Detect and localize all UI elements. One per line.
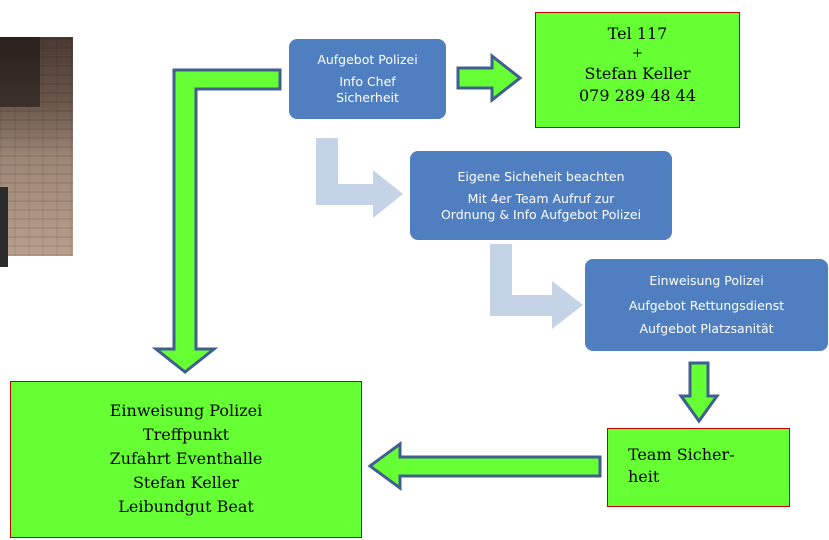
box-phone: Tel 117 + Stefan Keller 079 289 48 44 — [535, 12, 740, 128]
box-phone-line4: 079 289 48 44 — [578, 86, 697, 105]
box-phone-line2: + — [632, 46, 643, 61]
arrow-to-team-box — [678, 361, 720, 424]
box-own-safety-line3: Ordnung & Info Aufgebot Polizei — [440, 206, 642, 222]
photo — [0, 37, 73, 267]
light-bent-arrow-2 — [490, 244, 583, 329]
light-bent-arrow-1 — [316, 138, 403, 218]
box-rescue-alert: Einweisung Polizei Aufgebot Rettungsdien… — [585, 259, 828, 351]
box-team-line1: Team Sicher- — [628, 445, 735, 464]
box-rescue-line1: Einweisung Polizei — [649, 273, 764, 288]
arrow-to-meeting-box — [151, 68, 282, 374]
box-meeting-point: Einweisung Polizei Treffpunkt Zufahrt Ev… — [10, 381, 362, 538]
box-phone-line3: Stefan Keller — [584, 64, 691, 83]
arrow-team-to-meeting — [367, 441, 602, 491]
box-team-line2: heit — [628, 467, 660, 486]
box-own-safety-line1: Eigene Sicheheit beachten — [457, 168, 625, 184]
box-rescue-line3: Aufgebot Platzsanität — [639, 321, 774, 336]
arrow-to-tel-box — [456, 52, 523, 104]
box-meeting-line2: Treffpunkt — [142, 425, 230, 444]
photo-figure — [0, 187, 8, 267]
box-police-line1: Aufgebot Polizei — [317, 52, 418, 67]
box-rescue-line2: Aufgebot Rettungsdienst — [628, 298, 785, 313]
box-own-safety: Eigene Sicheheit beachten Mit 4er Team A… — [410, 151, 672, 240]
box-police-alert: Aufgebot Polizei Info Chef Sicherheit — [289, 39, 446, 119]
box-meeting-line4: Stefan Keller — [132, 473, 240, 492]
box-police-line2: Info Chef — [339, 74, 396, 89]
box-meeting-line5: Leibundgut Beat — [118, 497, 254, 516]
box-security-team: Team Sicher- heit — [607, 428, 790, 507]
box-meeting-line1: Einweisung Polizei — [109, 401, 263, 420]
box-police-line3: Sicherheit — [336, 90, 399, 105]
box-phone-line1: Tel 117 — [607, 24, 668, 43]
photo-shadow — [0, 37, 40, 107]
box-own-safety-line2: Mit 4er Team Aufruf zur — [467, 190, 615, 206]
box-meeting-line3: Zufahrt Eventhalle — [109, 449, 263, 468]
